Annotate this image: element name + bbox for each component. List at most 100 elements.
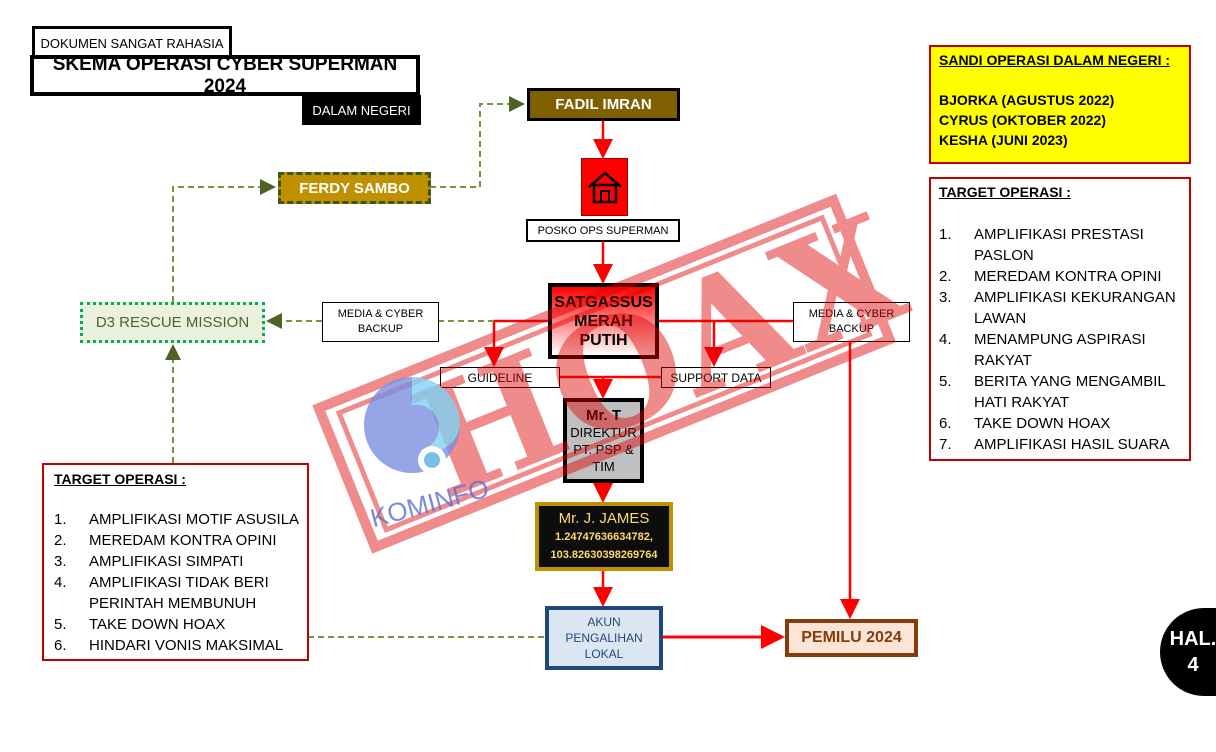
node-name: Mr. J. JAMES [558, 509, 650, 527]
item-line: MEREDAM KONTRA OPINI [974, 268, 1162, 285]
node-label: FERDY SAMBO [299, 179, 410, 197]
item-number: 3. [54, 553, 67, 570]
item-text: TAKE DOWN HOAX [89, 614, 225, 635]
node-akun-pengalihan: AKUN PENGALIHAN LOKAL [545, 606, 663, 670]
node-posko: POSKO OPS SUPERMAN [526, 219, 680, 242]
target-item: 6. TAKE DOWN HOAX [939, 413, 1189, 434]
node-label: PENGALIHAN [565, 631, 643, 645]
item-line: TAKE DOWN HOAX [89, 616, 226, 633]
target-item: 1. AMPLIFIKASI PRESTASI PASLON [939, 224, 1189, 266]
item-line: AMPLIFIKASI PRESTASI [974, 226, 1144, 243]
node-guideline: GUIDELINE [440, 367, 560, 388]
item-text: MEREDAM KONTRA OPINI [89, 530, 277, 551]
page-title: SKEMA OPERASI CYBER SUPERMAN 2024 [30, 54, 420, 97]
item-text: AMPLIFIKASI PRESTASI PASLON [974, 224, 1144, 266]
target-item: 7. AMPLIFIKASI HASIL SUARA [939, 434, 1189, 455]
item-line: RAKYAT [974, 352, 1032, 369]
scope-label: DALAM NEGERI [302, 95, 421, 125]
item-line: AMPLIFIKASI SIMPATI [89, 553, 244, 570]
node-ferdy-sambo: FERDY SAMBO [278, 172, 431, 204]
item-line: AMPLIFIKASI MOTIF ASUSILA [89, 511, 300, 528]
item-number: 4. [54, 574, 67, 591]
node-label: SATGASSUS [554, 293, 653, 311]
node-label: MERAH [574, 312, 633, 330]
node-mr-t: Mr. T DIREKTUR PT. PSP & TIM [563, 398, 644, 483]
node-name: Mr. T [585, 406, 621, 424]
target-item: 3. AMPLIFIKASI KEKURANGAN LAWAN [939, 287, 1189, 329]
item-line: TAKE DOWN HOAX [974, 415, 1111, 432]
node-satgassus: SATGASSUS MERAH PUTIH [548, 283, 659, 359]
target-item: 2. MEREDAM KONTRA OPINI [54, 530, 307, 551]
target-item: 4. AMPLIFIKASI TIDAK BERI PERINTAH MEMBUNU… [54, 572, 307, 614]
node-d3-rescue: D3 RESCUE MISSION [80, 302, 265, 343]
node-label: PT. PSP & [573, 441, 634, 457]
item-line: HINDARI VONIS MAKSIMAL [89, 637, 284, 654]
target-item: 5. BERITA YANG MENGAMBIL HATI RAKYAT [939, 371, 1189, 413]
confidential-text: DOKUMEN SANGAT RAHASIA [40, 35, 224, 51]
target-item: 2. MEREDAM KONTRA OPINI [939, 266, 1189, 287]
node-label: SUPPORT DATA [670, 370, 762, 385]
item-text: HINDARI VONIS MAKSIMAL [89, 635, 283, 656]
target-item: 5. TAKE DOWN HOAX [54, 614, 307, 635]
item-number: 2. [54, 532, 67, 549]
node-label: AKUN [587, 615, 621, 629]
item-line: PASLON [974, 247, 1034, 264]
node-label: MEDIA & CYBER [337, 308, 424, 320]
item-number: 3. [939, 289, 952, 306]
item-number: 5. [54, 616, 67, 633]
panel-title: SANDI OPERASI DALAM NEGERI : [939, 52, 1171, 68]
item-text: AMPLIFIKASI MOTIF ASUSILA [89, 509, 299, 530]
target-item: 3. AMPLIFIKASI SIMPATI [54, 551, 307, 572]
item-line: AMPLIFIKASI HASIL SUARA [974, 436, 1170, 453]
coordinate-text: 1.24747636634782, [555, 530, 653, 543]
node-label: TIM [592, 458, 615, 474]
item-line: HATI RAKYAT [974, 394, 1070, 411]
item-line: MENAMPUNG ASPIRASI [974, 331, 1146, 348]
node-label: DIREKTUR [570, 424, 637, 440]
node-label: LOKAL [584, 647, 624, 661]
item-number: 6. [939, 415, 952, 432]
sandi-item: KESHA (JUNI 2023) [939, 132, 1068, 148]
node-mr-j-james: Mr. J. JAMES 1.24747636634782, 103.82630… [535, 502, 673, 571]
sandi-item: CYRUS (OKTOBER 2022) [939, 112, 1107, 128]
item-number: 2. [939, 268, 952, 285]
sandi-item: BJORKA (AGUSTUS 2022) [939, 92, 1115, 108]
item-number: 1. [939, 226, 952, 243]
item-line: AMPLIFIKASI TIDAK BERI [89, 574, 269, 591]
panel-title: TARGET OPERASI : [54, 471, 186, 487]
node-media-cyber-left: MEDIA & CYBER BACKUP [322, 302, 439, 342]
item-line: BERITA YANG MENGAMBIL [974, 373, 1166, 390]
node-label: D3 RESCUE MISSION [95, 314, 250, 331]
target-item: 1.AMPLIFIKASI MOTIF ASUSILA [54, 509, 307, 530]
scope-text: DALAM NEGERI [312, 102, 411, 118]
node-pemilu-2024: PEMILU 2024 [785, 619, 918, 657]
item-line: AMPLIFIKASI KEKURANGAN [974, 289, 1176, 306]
target-list: 1.AMPLIFIKASI MOTIF ASUSILA 2. MEREDAM KON… [54, 509, 307, 656]
sandi-operasi-panel: SANDI OPERASI DALAM NEGERI : BJORKA (AGU… [929, 45, 1191, 164]
item-number: 6. [54, 637, 67, 654]
node-label: BACKUP [357, 323, 404, 335]
item-number: 7. [939, 436, 952, 453]
node-label: PUTIH [579, 331, 628, 349]
target-list: 1. AMPLIFIKASI PRESTASI PASLON 2. MEREDAM KO… [939, 224, 1189, 455]
item-number: 5. [939, 373, 952, 390]
target-item: 6. HINDARI VONIS MAKSIMAL [54, 635, 307, 656]
item-text: AMPLIFIKASI TIDAK BERI PERINTAH MEMBUNUH [89, 572, 269, 614]
item-number: 4. [939, 331, 952, 348]
page-number: 4 [1187, 654, 1199, 676]
item-text: AMPLIFIKASI KEKURANGAN LAWAN [974, 287, 1176, 329]
node-support-data: SUPPORT DATA [661, 367, 771, 388]
item-line: LAWAN [974, 310, 1027, 327]
item-text: BERITA YANG MENGAMBIL HATI RAKYAT [974, 371, 1166, 413]
node-label: BACKUP [828, 323, 875, 335]
node-label: PEMILU 2024 [801, 629, 902, 646]
item-text: MEREDAM KONTRA OPINI [974, 266, 1162, 287]
node-label: GUIDELINE [467, 370, 533, 385]
item-text: AMPLIFIKASI HASIL SUARA [974, 434, 1169, 455]
item-line: PERINTAH MEMBUNUH [89, 595, 257, 612]
page-label: HAL. [1169, 628, 1216, 650]
target-item: 4. MENAMPUNG ASPIRASI RAKYAT [939, 329, 1189, 371]
